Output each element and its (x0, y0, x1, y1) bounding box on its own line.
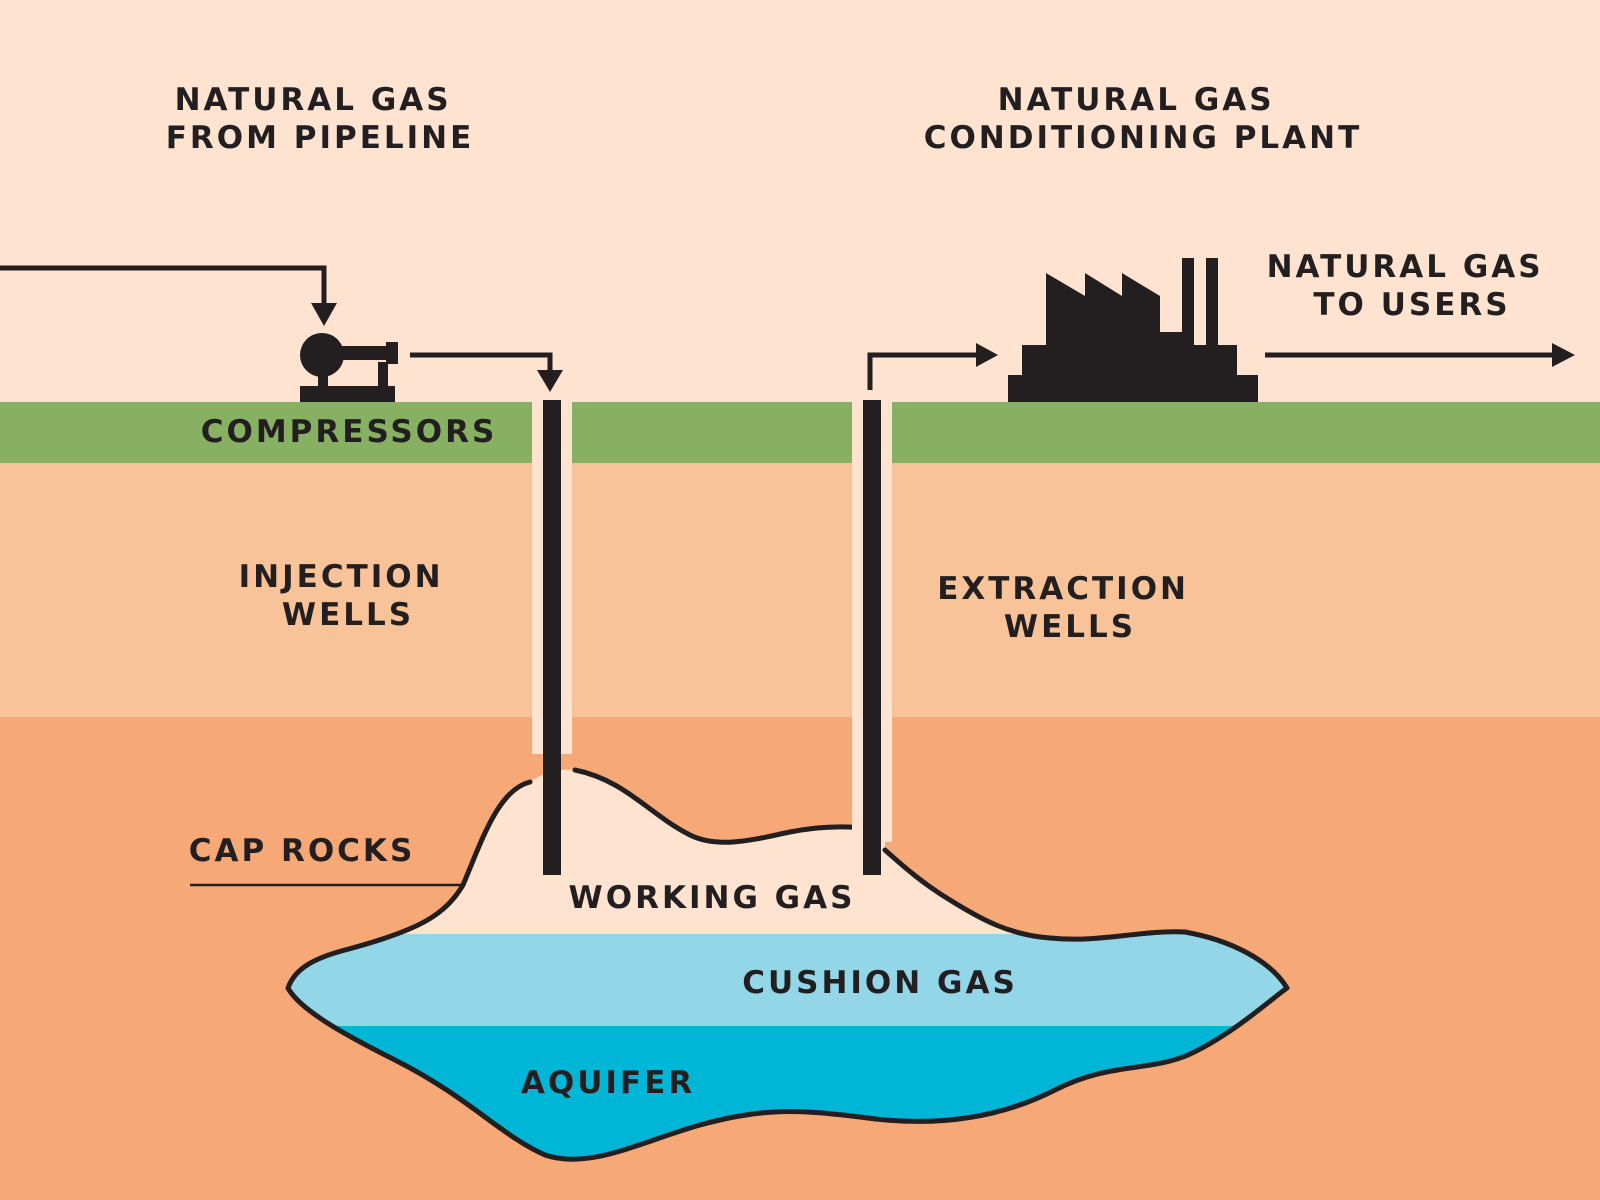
extraction-well-pipe (863, 400, 881, 875)
compressors-label: COMPRESSORS (201, 414, 498, 450)
compressor-icon (300, 333, 398, 402)
cap-rocks-label: CAP ROCKS (189, 833, 416, 869)
extraction-wells-label: EXTRACTION WELLS (937, 571, 1203, 645)
conditioning-plant-label: NATURAL GAS CONDITIONING PLANT (924, 82, 1363, 156)
compressor-to-well-arrow (410, 352, 563, 392)
working-gas-label: WORKING GAS (569, 880, 856, 916)
injection-wells-line-1: INJECTION (239, 559, 444, 595)
cushion-gas-label: CUSHION GAS (742, 965, 1018, 1001)
conditioning-plant-line-1: NATURAL GAS (998, 82, 1275, 118)
pipeline-source-line-2: FROM PIPELINE (166, 120, 475, 156)
extraction-wells-line-2: WELLS (1004, 609, 1136, 645)
pipeline-inlet-arrow (0, 265, 337, 326)
factory-icon (1008, 258, 1258, 402)
to-users-label: NATURAL GAS TO USERS (1267, 249, 1558, 323)
to-users-line-2: TO USERS (1313, 287, 1510, 323)
pipeline-source-label: NATURAL GAS FROM PIPELINE (166, 82, 475, 156)
well-to-plant-arrow (867, 343, 998, 390)
pipeline-source-line-1: NATURAL GAS (175, 82, 452, 118)
ground-surface-band (0, 402, 1600, 463)
aquifer-label: AQUIFER (521, 1065, 695, 1101)
to-users-line-1: NATURAL GAS (1267, 249, 1544, 285)
upper-soil-layer (0, 463, 1600, 717)
to-users-arrow (1265, 343, 1575, 367)
sky-band (0, 0, 1600, 402)
injection-wells-label: INJECTION WELLS (239, 559, 458, 633)
conditioning-plant-line-2: CONDITIONING PLANT (924, 120, 1363, 156)
injection-wells-line-2: WELLS (282, 597, 414, 633)
cushion-gas-zone (288, 934, 1287, 1027)
reservoir-top-outline (572, 767, 868, 845)
injection-well-pipe (543, 400, 561, 875)
reservoir-outline (285, 779, 1290, 1162)
extraction-wells-line-1: EXTRACTION (937, 571, 1189, 607)
